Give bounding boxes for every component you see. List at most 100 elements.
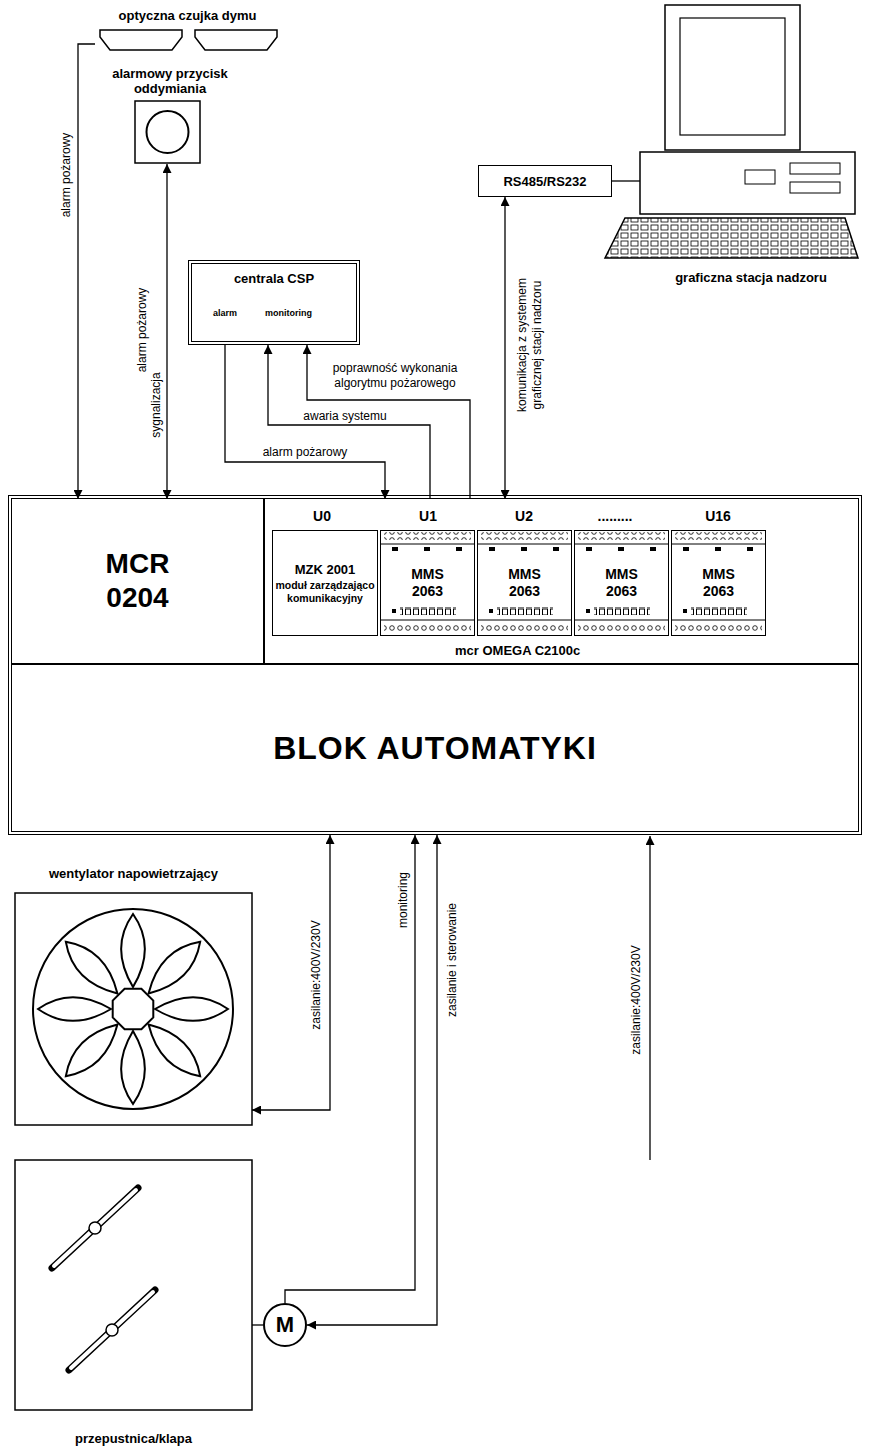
fan: wentylator napowietrzający [15,866,252,1125]
fan-blade [57,933,126,1002]
signal-label: alarm pożarowy [261,445,350,460]
button-symbol [147,111,189,153]
io-module: MMS 2063 [574,530,669,636]
signal-label: awaria systemu [301,409,388,424]
signal-label: zasilanie i sterowanie [445,901,460,1019]
node-text: moduł zarządzająco komunikacyjny [275,579,375,604]
signal-label: poprawność wykonania algorytmu pożaroweg… [320,361,470,391]
damper-blade [69,1290,155,1370]
slot-name: ......... [595,508,634,526]
node-text: MCR 0204 [83,547,193,614]
slot-name: U1 [417,508,439,526]
fan-blade [140,933,209,1002]
button-housing [135,101,200,163]
edge-label-holder: awaria systemu [301,409,388,424]
slot-name: U16 [703,508,733,526]
signal-label: alarm pożarowy [135,286,150,375]
damper-blade [71,1292,153,1368]
module-terminals [574,532,669,632]
node-text: monitoring [255,308,312,318]
module-terminals [671,532,766,632]
node-text: MMS 2063 [403,566,453,600]
connector [612,180,640,181]
motor-circle: M [263,1303,307,1347]
alarm-button: alarmowy przycisk oddymiania [100,66,240,164]
keyboard [605,218,858,258]
node-text: alarm [213,308,237,318]
signal-label: monitoring [396,870,411,930]
damper-blade [52,1188,138,1268]
connector [252,835,330,1110]
node-text: MZK 2001 [295,562,356,577]
slot-name: U0 [311,508,333,526]
label-holder: sygnalizacja [149,370,164,439]
connector [285,835,415,1303]
converter-box: RS485/RS232 [478,165,612,197]
fan-blade [140,1016,209,1085]
node-text: RS485/RS232 [503,174,586,189]
label-holder: U0 [311,508,333,526]
workstation: graficzna stacja nadzoru [640,3,862,285]
edge-label-holder: alarm pożarowy [261,445,350,460]
damper-pivot [89,1222,101,1234]
detector-group: optyczna czujka dymu [95,8,280,60]
fan-blade [57,1016,126,1085]
fan-housing [15,893,252,1125]
damper-housing [15,1160,252,1410]
io-module: MMS 2063 [671,530,766,636]
fan-blade [121,914,145,987]
signal-label: zasilanie:400V/230V [309,918,324,1031]
edge-label-holder: poprawność wykonania algorytmu pożaroweg… [320,361,470,391]
fan-blade [155,997,228,1021]
monitor-screen [680,18,785,135]
label-holder: zasilanie:400V/230V [629,943,644,1056]
edge-label-holder: zasilanie i sterowanie [445,901,460,1019]
edge-label-holder: alarm pożarowy [135,286,150,375]
smoke-detector [100,30,182,50]
edge-label-holder: alarm pożarowy [59,131,74,220]
drive-slot [790,182,840,193]
control-panel: centrala CSP alarm monitoring [188,260,360,345]
computer-case [640,152,855,214]
label-holder: U1 [417,508,439,526]
smoke-detector [195,30,277,50]
management-module: MZK 2001 moduł zarządzająco komunikacyjny [272,530,378,636]
node-text: BLOK AUTOMATYKI [273,730,597,767]
label-holder: ......... [595,508,634,526]
node-text: M [276,1312,294,1338]
connector [307,835,437,1325]
connector [78,44,95,499]
damper: przepustnica/klapa [15,1160,252,1446]
io-module: MMS 2063 [477,530,572,636]
fan-blade [38,997,111,1021]
edge-label-holder: zasilanie:400V/230V [309,918,324,1031]
connector [504,197,505,499]
signal-name: sygnalizacja [149,370,164,439]
supply-wire [649,836,650,1160]
node-text: centrala CSP [234,271,314,286]
damper-pivot [106,1324,118,1336]
edge-label-holder: komunikacja z systemem graficznej stacji… [515,258,545,433]
node-text: MMS 2063 [694,566,744,600]
monitor [665,5,800,150]
node-text: alarmowy przycisk oddymiania [100,66,240,96]
node-text: optyczna czujka dymu [119,8,257,23]
edge-label-holder: monitoring [396,870,411,930]
drive-slot [745,170,775,184]
connector [252,1324,263,1325]
slot-name: U2 [513,508,535,526]
io-module: MMS 2063 [380,530,475,636]
drive-slot [790,163,840,174]
label-holder: U2 [513,508,535,526]
module-terminals [380,532,475,632]
fan-ring [33,909,233,1109]
signal-label: komunikacja z systemem graficznej stacji… [515,258,545,433]
fan-blade [121,1031,145,1104]
module-terminals [477,532,572,632]
node-text: graficzna stacja nadzoru [675,270,827,285]
damper-blade [54,1190,136,1266]
